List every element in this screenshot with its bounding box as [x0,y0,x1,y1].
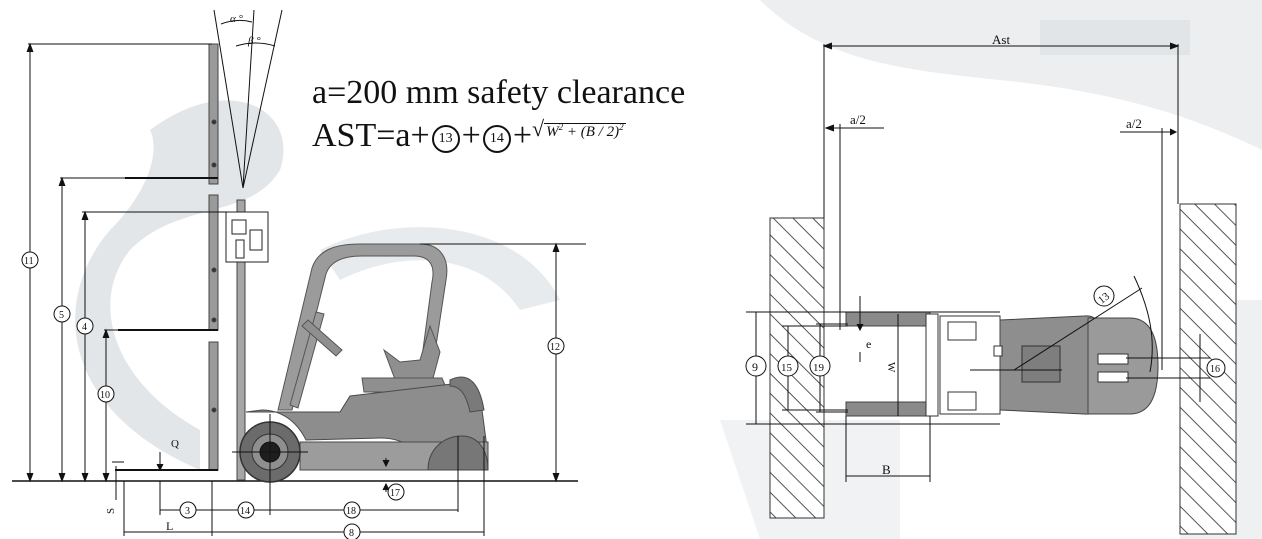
dim-l-label: L [166,519,173,533]
mast [208,43,246,481]
dim-15-label: 15 [781,362,793,374]
dim-12-label: 12 [550,342,560,353]
dim-w-label: W [885,362,897,373]
dim-4-label: 4 [82,322,87,333]
length-dimensions: 3 14 18 L 8 17 [123,436,485,539]
angle-alpha-label: α ° [230,13,244,25]
side-view: α ° β ° [12,9,586,539]
sqrt-square-2: 2 [619,122,624,132]
fork-carriage [225,211,269,263]
sqrt-w: W [546,124,559,140]
formula-circle-14: 14 [482,125,511,153]
sqrt-expression: W2 + (B / 2)2 [544,122,626,140]
dim-19-label: 19 [813,362,825,374]
ast-label: Ast [992,32,1010,47]
dim-18-label: 18 [346,506,356,517]
sqrt-middle: + (B / 2) [563,124,620,140]
sqrt-square-1: 2 [558,122,564,132]
truck-top-view [845,275,1159,417]
angle-beta-label: β ° [247,35,261,47]
ast-formula: AST=a+13+14+√W2 + (B / 2)2 [312,116,626,155]
width-dimensions [746,296,1210,482]
formula-sqrt: √W2 + (B / 2)2 [532,116,626,142]
load-q-label: Q [171,438,179,450]
dim-10-label: 10 [100,390,110,401]
dim-14-label: 14 [240,506,250,517]
safety-clearance-text: a=200 mm safety clearance [312,74,686,111]
a-half-left-label: a/2 [850,112,866,127]
dim-9-label: 9 [752,360,758,374]
height-dimensions [26,42,586,483]
side-view-labels: 11 5 4 10 12 [21,251,565,403]
formula-plus-2: + [512,117,533,154]
top-view: Ast a/2 a/2 [745,32,1237,535]
formula-plus: + [461,117,481,154]
rear-wheel [427,435,489,512]
dim-b-label: B [882,462,891,477]
dim-5-label: 5 [59,310,64,321]
dim-e-label: e [866,337,871,351]
dim-3-label: 3 [185,506,190,517]
dim-11-label: 11 [24,256,34,267]
dim-17-label: 17 [390,488,400,499]
ast-formula-prefix: AST=a+ [312,117,430,154]
a-half-right-label: a/2 [1126,116,1142,131]
dim-16-label: 16 [1210,364,1220,375]
radical-sign: √ [532,116,545,141]
dim-s-label: S [105,508,117,514]
front-wheel [232,414,308,490]
formula-circle-13: 13 [431,125,460,153]
dim-8-label: 8 [349,528,354,539]
